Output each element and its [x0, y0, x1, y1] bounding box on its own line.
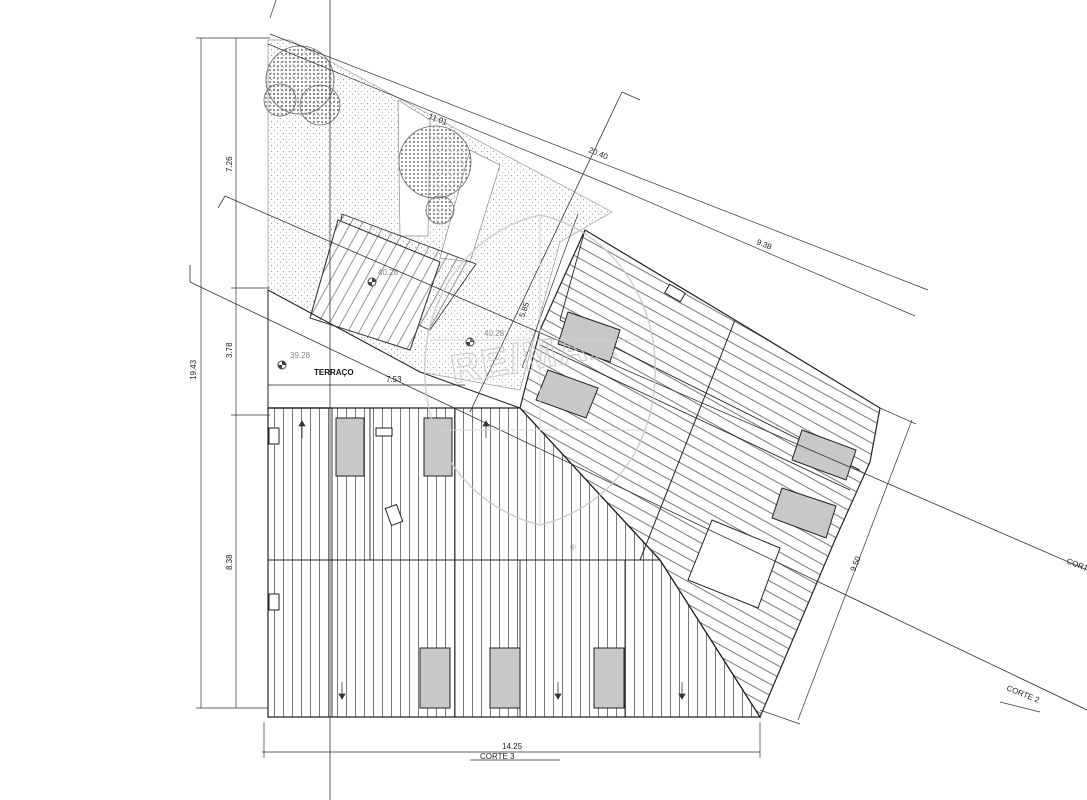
skylight	[335, 417, 365, 477]
level-terrace: 39.28	[290, 351, 311, 360]
terrace-area	[267, 289, 521, 409]
dimension-lines	[196, 0, 929, 758]
dim-right-diagonal: 9.50	[849, 554, 863, 572]
dim-left-total: 19.43	[189, 359, 198, 380]
section-label-corte-2: CORTE 2	[1005, 684, 1041, 705]
vent-group	[268, 283, 686, 611]
level-marker: 40.28	[465, 329, 505, 347]
skylight	[423, 417, 453, 477]
tree-icon	[398, 125, 472, 225]
vent-icon	[384, 503, 404, 527]
skylight	[419, 647, 451, 709]
tree-icon	[263, 45, 341, 126]
level-marker: 39.28	[277, 351, 311, 370]
skylight-group-diagonal	[535, 311, 857, 609]
skylight	[557, 311, 621, 363]
vent-icon	[268, 593, 280, 611]
section-lines	[189, 0, 1087, 800]
skylight-group-main	[335, 417, 625, 709]
dim-left-lower: 8.38	[225, 554, 234, 570]
section-label-corte-1: CORTE 1	[1065, 557, 1087, 578]
level-marker: 40.28	[367, 268, 399, 287]
section-label-corte-3: CORTE 3	[480, 752, 515, 761]
roof-opening	[687, 519, 781, 609]
dim-left-mid: 3.78	[225, 342, 234, 358]
dim-upper-right: 9.38	[755, 238, 773, 252]
vent-icon	[375, 427, 393, 437]
watermark-registered-mark: ®	[570, 543, 576, 552]
skylight	[791, 429, 857, 481]
slope-arrows	[298, 420, 686, 700]
skylight	[489, 647, 521, 709]
level-middle: 40.28	[484, 329, 505, 338]
vent-icon	[664, 283, 686, 303]
level-upper: 40.28	[378, 268, 399, 277]
dim-terrace-width: 7.53	[386, 375, 402, 384]
dim-total-top: 20.40	[587, 146, 609, 162]
terrace-label: TERRAÇO	[314, 368, 354, 377]
dim-left-upper: 7.26	[225, 156, 234, 172]
skylight	[771, 487, 837, 539]
skylight	[593, 647, 625, 709]
vent-icon	[268, 427, 280, 445]
dim-bottom-total: 14.25	[502, 742, 523, 751]
